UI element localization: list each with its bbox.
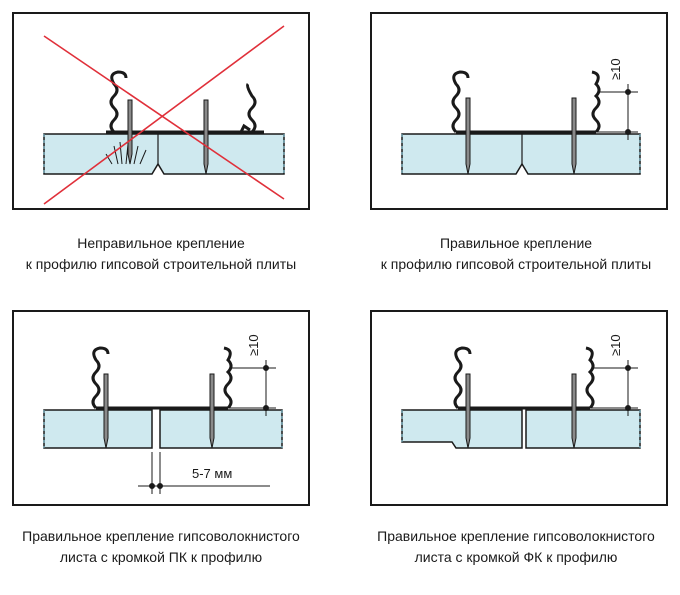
caption-right-pk: Правильное крепление гипсоволокнистого л… bbox=[0, 526, 322, 568]
caption-right-fk: Правильное крепление гипсоволокнистого л… bbox=[352, 526, 680, 568]
screw-icon bbox=[103, 373, 215, 449]
caption-line-1: Правильное крепление гипсоволокнистого bbox=[377, 528, 655, 544]
splinter-icon bbox=[105, 141, 147, 165]
panel-right-gypsum: ≥10 bbox=[370, 12, 668, 210]
right-pk-diagram: ≥10 5-7 мм bbox=[43, 334, 283, 494]
gap-dimension-line bbox=[138, 452, 270, 494]
caption-line-1: Неправильное крепление bbox=[77, 235, 245, 251]
dimension-line bbox=[598, 84, 638, 140]
caption-right-gypsum: Правильное крепление к профилю гипсовой … bbox=[352, 233, 680, 275]
wrong-fastening-diagram bbox=[43, 25, 285, 205]
metal-profile bbox=[91, 346, 233, 410]
dimension-label: ≥10 bbox=[608, 334, 623, 356]
screw-icon bbox=[465, 373, 577, 449]
panel-right-fk: ≥10 bbox=[370, 310, 668, 506]
screw-icon bbox=[465, 97, 577, 175]
caption-line-2: к профилю гипсовой строительной плиты bbox=[25, 256, 297, 272]
caption-line-2: к профилю гипсовой строительной плиты bbox=[380, 256, 652, 272]
caption-line-1: Правильное крепление bbox=[439, 235, 593, 251]
dimension-label: ≥10 bbox=[608, 58, 623, 80]
panel-right-pk: ≥10 5-7 мм bbox=[12, 310, 310, 506]
right-fk-diagram: ≥10 bbox=[401, 334, 641, 449]
caption-line-2: листа с кромкой ФК к профилю bbox=[414, 549, 618, 565]
panel-wrong bbox=[12, 12, 310, 210]
dimension-line bbox=[592, 360, 638, 416]
caption-wrong: Неправильное крепление к профилю гипсово… bbox=[0, 233, 322, 275]
metal-profile bbox=[453, 346, 595, 410]
metal-profile bbox=[451, 70, 601, 134]
gap-dimension-label: 5-7 мм bbox=[192, 466, 232, 481]
right-gypsum-diagram: ≥10 bbox=[401, 58, 641, 175]
height-dimension-line bbox=[230, 360, 276, 416]
caption-line-1: Правильное крепление гипсоволокнистого bbox=[22, 528, 300, 544]
caption-line-2: листа с кромкой ПК к профилю bbox=[59, 549, 263, 565]
gypsum-fiber-board bbox=[401, 409, 641, 449]
height-dimension-label: ≥10 bbox=[246, 334, 261, 356]
wrong-cross-icon bbox=[43, 25, 285, 205]
gypsum-board bbox=[401, 133, 641, 175]
gypsum-fiber-board bbox=[43, 409, 283, 449]
gypsum-board bbox=[43, 133, 285, 175]
